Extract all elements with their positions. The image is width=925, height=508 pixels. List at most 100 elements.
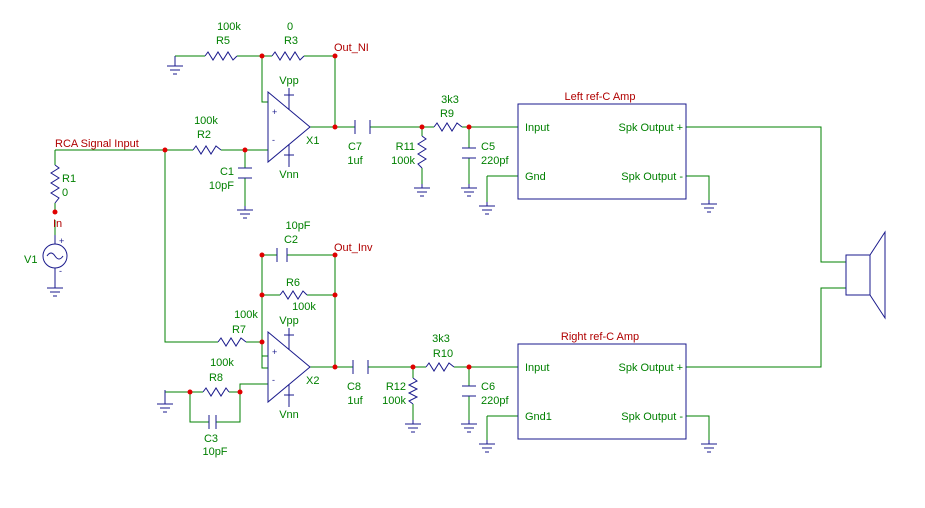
x2-minus: - <box>272 375 275 385</box>
node <box>162 147 168 153</box>
node <box>419 124 425 130</box>
c2-value: 10pF <box>285 220 310 232</box>
left-amp-gnd-pin: Gnd <box>525 171 546 183</box>
resistor-r7[interactable] <box>217 337 247 347</box>
resistor-r1[interactable] <box>50 164 60 204</box>
ground-icon <box>461 420 477 433</box>
r2-value: 100k <box>194 115 218 127</box>
right-amp-input-pin: Input <box>525 362 549 374</box>
capacitor-c6[interactable] <box>462 385 476 397</box>
node <box>187 389 193 395</box>
r10-value: 3k3 <box>432 333 450 345</box>
r8-ref: R8 <box>209 372 223 384</box>
ground-icon <box>701 200 717 213</box>
c3-value: 10pF <box>202 446 227 458</box>
r6-value: 100k <box>292 301 316 313</box>
c1-value: 10pF <box>209 180 234 192</box>
net-label-signal-input: RCA Signal Input <box>55 138 139 150</box>
capacitor-c1[interactable] <box>238 167 252 179</box>
r12-value: 100k <box>382 395 406 407</box>
source-minus: - <box>59 266 62 276</box>
node <box>237 389 243 395</box>
node <box>332 124 338 130</box>
resistor-r2[interactable] <box>192 145 222 155</box>
c7-ref: C7 <box>348 141 362 153</box>
capacitor-c8[interactable] <box>352 360 369 374</box>
capacitor-c7[interactable] <box>354 120 371 134</box>
source-ref-v1: V1 <box>24 254 37 266</box>
right-amp-block[interactable] <box>517 343 687 440</box>
capacitor-c2[interactable] <box>276 248 288 262</box>
ground-icon <box>157 390 173 413</box>
r7-ref: R7 <box>232 324 246 336</box>
c5-ref: C5 <box>481 141 495 153</box>
net-label-in: In <box>53 218 62 230</box>
r11-ref: R11 <box>396 141 415 153</box>
resistor-r6[interactable] <box>279 290 308 300</box>
r1-value: 0 <box>62 187 68 199</box>
capacitor-c3[interactable] <box>208 415 217 429</box>
resistor-r11[interactable] <box>417 135 427 169</box>
r6-ref: R6 <box>286 277 300 289</box>
speaker-icon[interactable] <box>845 230 886 320</box>
junction-nodes <box>52 53 472 395</box>
x2-plus: + <box>272 347 277 357</box>
c3-ref: C3 <box>204 433 218 445</box>
resistor-r12[interactable] <box>407 377 419 405</box>
c8-value: 1uf <box>347 395 363 407</box>
node <box>242 147 248 153</box>
r9-ref: R9 <box>440 108 454 120</box>
r5-ref: R5 <box>216 35 230 47</box>
ground-icon <box>47 280 63 297</box>
x1-minus: - <box>272 135 275 145</box>
net-label-out-inv: Out_Inv <box>334 242 373 254</box>
right-amp-title: Right ref-C Amp <box>561 331 639 343</box>
left-amp-spk-minus-pin: Spk Output - <box>621 171 683 183</box>
resistor-r8[interactable] <box>202 387 230 397</box>
capacitor-c5[interactable] <box>462 147 476 159</box>
node <box>466 364 472 370</box>
c6-value: 220pf <box>481 395 509 407</box>
c1-ref: C1 <box>220 166 234 178</box>
ground-icon <box>405 420 421 433</box>
resistors <box>50 51 463 405</box>
ground-icon <box>237 206 253 219</box>
r11-value: 100k <box>391 155 415 167</box>
x1-vnn: Vnn <box>279 169 299 181</box>
ground-symbols <box>47 56 717 453</box>
r3-ref: R3 <box>284 35 298 47</box>
c7-value: 1uf <box>347 155 363 167</box>
r9-value: 3k3 <box>441 94 459 106</box>
net-label-out-ni: Out_NI <box>334 42 369 54</box>
right-amp-spk-plus-pin: Spk Output + <box>618 362 683 374</box>
ground-icon <box>479 440 495 453</box>
r8-value: 100k <box>210 357 234 369</box>
left-amp-block[interactable] <box>517 103 687 200</box>
capacitors <box>208 120 476 429</box>
left-amp-title: Left ref-C Amp <box>565 91 636 103</box>
opamp-x1[interactable] <box>267 88 311 167</box>
resistor-r3[interactable] <box>271 51 305 61</box>
node <box>410 364 416 370</box>
c2-ref: C2 <box>284 234 298 246</box>
ground-icon <box>461 184 477 197</box>
c6-ref: C6 <box>481 381 495 393</box>
r1-ref: R1 <box>62 173 76 185</box>
r7-value: 100k <box>234 309 258 321</box>
node <box>259 53 265 59</box>
ground-icon <box>479 202 495 215</box>
node <box>259 252 265 258</box>
voltage-source-v1[interactable] <box>42 235 68 280</box>
right-amp-spk-minus-pin: Spk Output - <box>621 411 683 423</box>
opamp-x2[interactable] <box>267 328 311 407</box>
r3-value: 0 <box>287 21 293 33</box>
resistor-r9[interactable] <box>433 122 463 132</box>
r2-ref: R2 <box>197 129 211 141</box>
resistor-r5[interactable] <box>204 51 238 61</box>
resistor-r10[interactable] <box>425 362 455 372</box>
node <box>259 339 265 345</box>
ground-icon <box>414 184 430 197</box>
r5-value: 100k <box>217 21 241 33</box>
node <box>332 292 338 298</box>
